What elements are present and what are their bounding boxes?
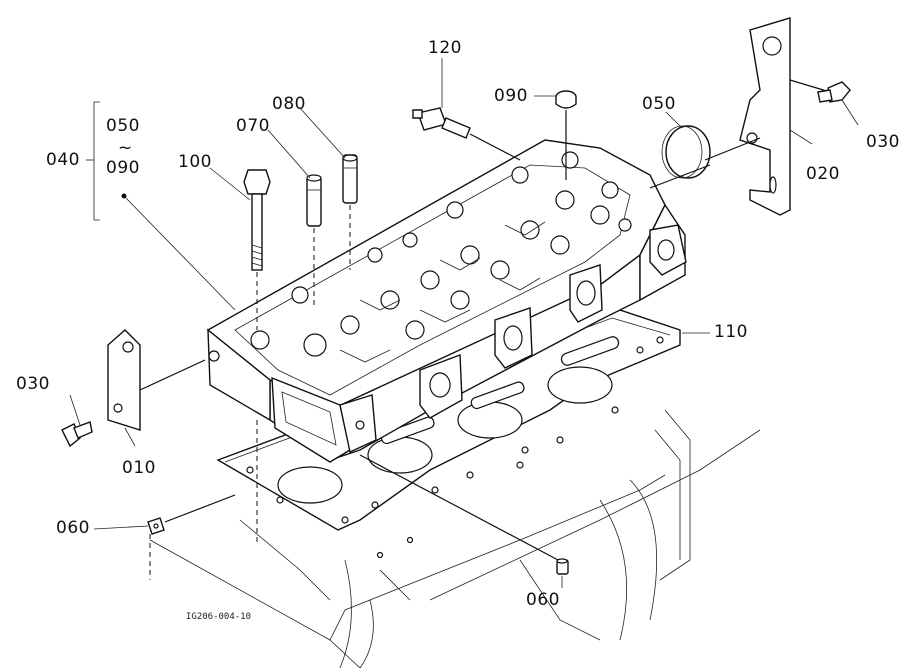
label-part-030-left: 030 <box>16 374 50 394</box>
label-part-070: 070 <box>236 116 270 136</box>
valve-guide-short <box>306 174 322 305</box>
temperature-sensor <box>412 107 521 161</box>
dowel-left <box>147 494 236 580</box>
label-part-040-from: 050 <box>106 116 140 136</box>
cylinder-head <box>206 139 687 463</box>
plug-top <box>555 90 577 180</box>
label-part-100: 100 <box>178 152 212 172</box>
bolt-left <box>61 421 93 448</box>
end-cap <box>649 125 711 189</box>
label-part-120: 120 <box>428 38 462 58</box>
label-part-040-to: 090 <box>106 158 140 178</box>
valve-guide-long <box>342 154 358 270</box>
label-part-060-left: 060 <box>56 518 90 538</box>
mounting-plate <box>107 329 206 431</box>
head-bolt <box>243 169 271 545</box>
bolt-right <box>817 81 851 103</box>
label-part-090-top: 090 <box>494 86 528 106</box>
leader-lines <box>69 58 859 588</box>
dowel-bottom <box>359 454 569 575</box>
label-part-050: 050 <box>642 94 676 114</box>
figure-number: IG206-004-10 <box>186 612 252 622</box>
label-part-020: 020 <box>806 164 840 184</box>
label-part-110: 110 <box>714 322 748 342</box>
label-part-040-range: ~ <box>118 138 133 158</box>
label-part-080: 080 <box>272 94 306 114</box>
head-gasket <box>216 309 681 559</box>
label-part-010: 010 <box>122 458 156 478</box>
label-part-030-right: 030 <box>866 132 900 152</box>
label-part-040: 040 <box>46 150 80 170</box>
group-bracket-040 <box>86 101 127 221</box>
label-part-060-bottom: 060 <box>526 590 560 610</box>
lifting-bracket <box>704 17 831 216</box>
